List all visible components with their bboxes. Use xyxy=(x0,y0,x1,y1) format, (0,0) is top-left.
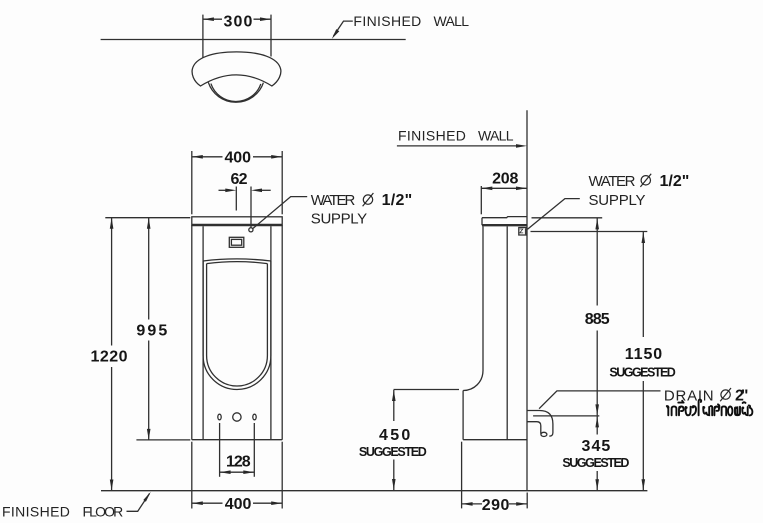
svg-text:128: 128 xyxy=(226,453,251,470)
svg-text:FINISHED: FINISHED xyxy=(398,127,466,143)
svg-text:345: 345 xyxy=(582,438,611,455)
svg-text:WATER: WATER xyxy=(589,173,636,190)
svg-text:1220: 1220 xyxy=(91,349,128,366)
svg-text:400: 400 xyxy=(225,496,252,513)
svg-text:1150: 1150 xyxy=(625,346,663,363)
svg-text:SUGGESTED: SUGGESTED xyxy=(609,366,675,380)
svg-text:995: 995 xyxy=(136,323,167,340)
svg-text:1/2": 1/2" xyxy=(660,173,690,190)
svg-text:290: 290 xyxy=(482,497,510,514)
svg-text:WALL: WALL xyxy=(434,13,470,29)
svg-text:SUGGESTED: SUGGESTED xyxy=(359,445,427,459)
svg-text:62: 62 xyxy=(231,171,248,188)
svg-text:300: 300 xyxy=(224,14,253,31)
svg-text:400: 400 xyxy=(225,150,252,167)
svg-text:FINISHED: FINISHED xyxy=(353,13,421,29)
svg-text:885: 885 xyxy=(585,311,610,328)
svg-text:SUPPLY: SUPPLY xyxy=(311,211,368,228)
svg-text:1/2": 1/2" xyxy=(382,192,413,209)
svg-text:450: 450 xyxy=(379,427,410,444)
svg-text:WATER: WATER xyxy=(311,192,356,209)
svg-text:FINISHED: FINISHED xyxy=(2,504,70,520)
svg-text:208: 208 xyxy=(492,171,518,188)
svg-text:WALL: WALL xyxy=(478,127,514,143)
svg-text:2": 2" xyxy=(735,387,749,404)
svg-text:SUGGESTED: SUGGESTED xyxy=(562,456,629,470)
svg-text:DRAIN: DRAIN xyxy=(664,387,714,404)
svg-text:FLOOR: FLOOR xyxy=(83,504,124,520)
svg-text:SUPPLY: SUPPLY xyxy=(589,192,646,209)
